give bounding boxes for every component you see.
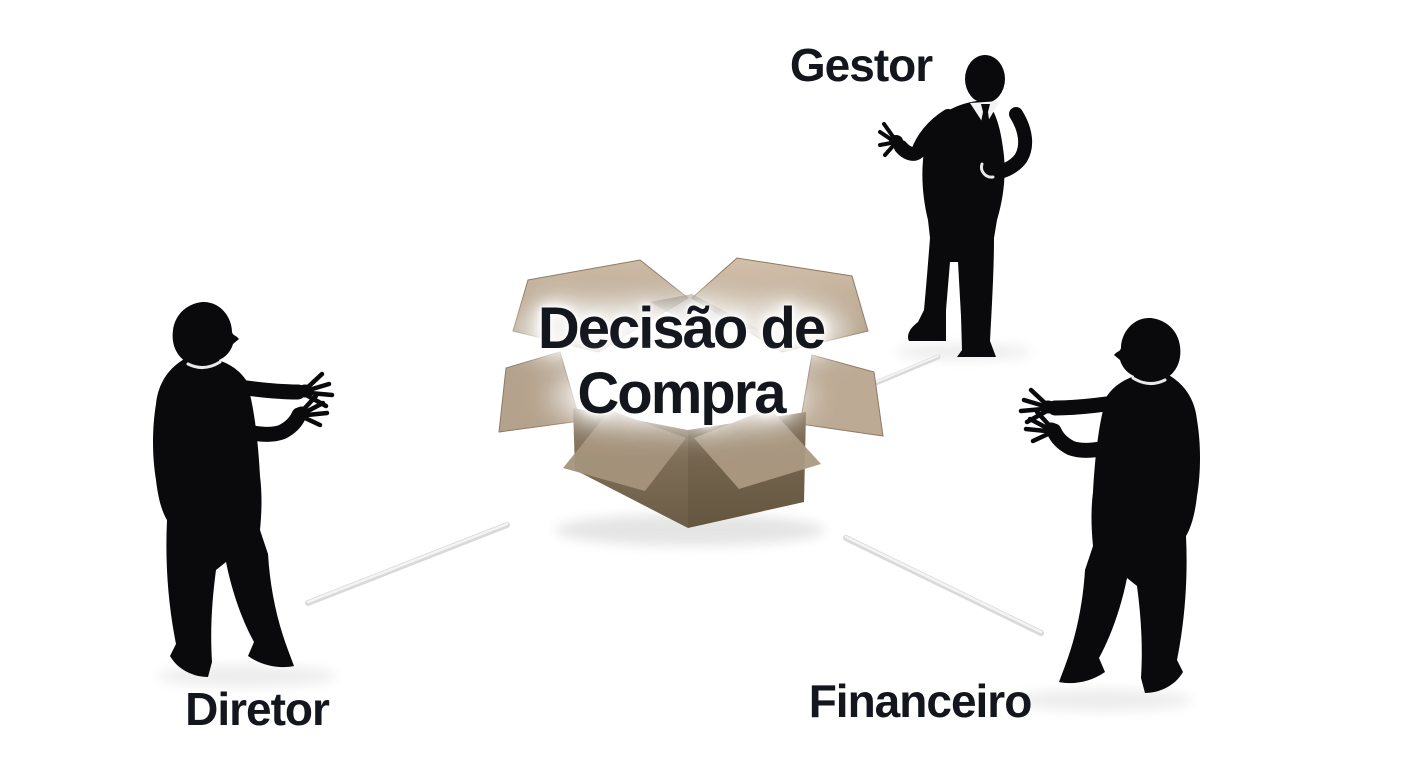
connector-diretor	[305, 522, 510, 606]
box-flap-front-left	[563, 410, 686, 491]
label-diretor: Diretor	[185, 683, 330, 735]
financeiro-silhouette-icon	[1008, 316, 1203, 698]
label-financeiro: Financeiro	[808, 675, 1033, 727]
center-title-line2: Compra	[577, 360, 786, 426]
gestor-silhouette-icon	[878, 52, 1043, 362]
center-title: Decisão de Compra	[537, 296, 826, 427]
center-title-line1: Decisão de	[537, 296, 826, 361]
box-shadow	[555, 514, 825, 546]
box-flap-front-right	[694, 408, 821, 489]
connectors	[305, 354, 1044, 636]
connector-financeiro	[843, 535, 1044, 636]
cardboard-box	[498, 257, 884, 546]
diretor-silhouette-icon	[150, 300, 345, 682]
label-gestor: Gestor	[789, 39, 933, 91]
